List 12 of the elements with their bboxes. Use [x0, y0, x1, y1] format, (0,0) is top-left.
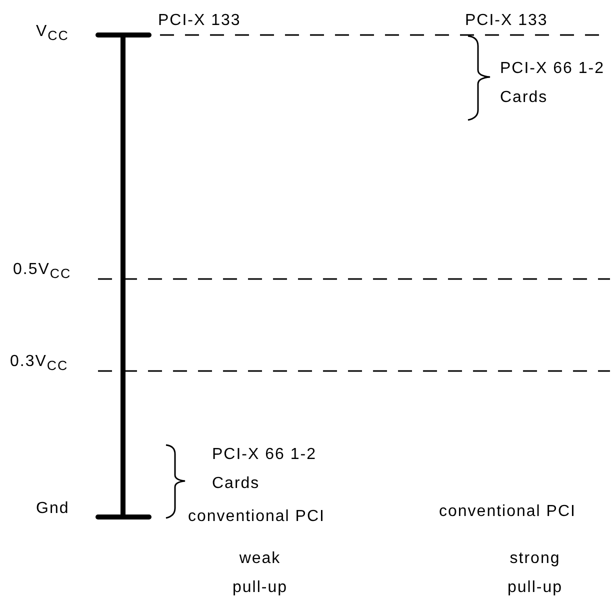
voltage-label: V$_{CC}$: [36, 22, 69, 46]
pull-up-label: weak pull-up: [231, 549, 289, 598]
level-label: PCI-X 66 1-2 Cards: [500, 59, 606, 108]
level-label: conventional PCI: [439, 502, 576, 522]
level-label: conventional PCI: [188, 507, 325, 527]
pull-up-label: strong pull-up: [506, 549, 564, 598]
voltage-label: Gnd: [36, 499, 70, 519]
voltage-label: 0.5V$_{CC}$: [13, 260, 72, 284]
level-label: PCI-X 133: [465, 11, 548, 31]
level-label: PCI-X 66 1-2 Cards: [212, 445, 318, 494]
level-label: PCI-X 133: [158, 11, 241, 31]
voltage-label: 0.3V$_{CC}$: [10, 352, 68, 376]
